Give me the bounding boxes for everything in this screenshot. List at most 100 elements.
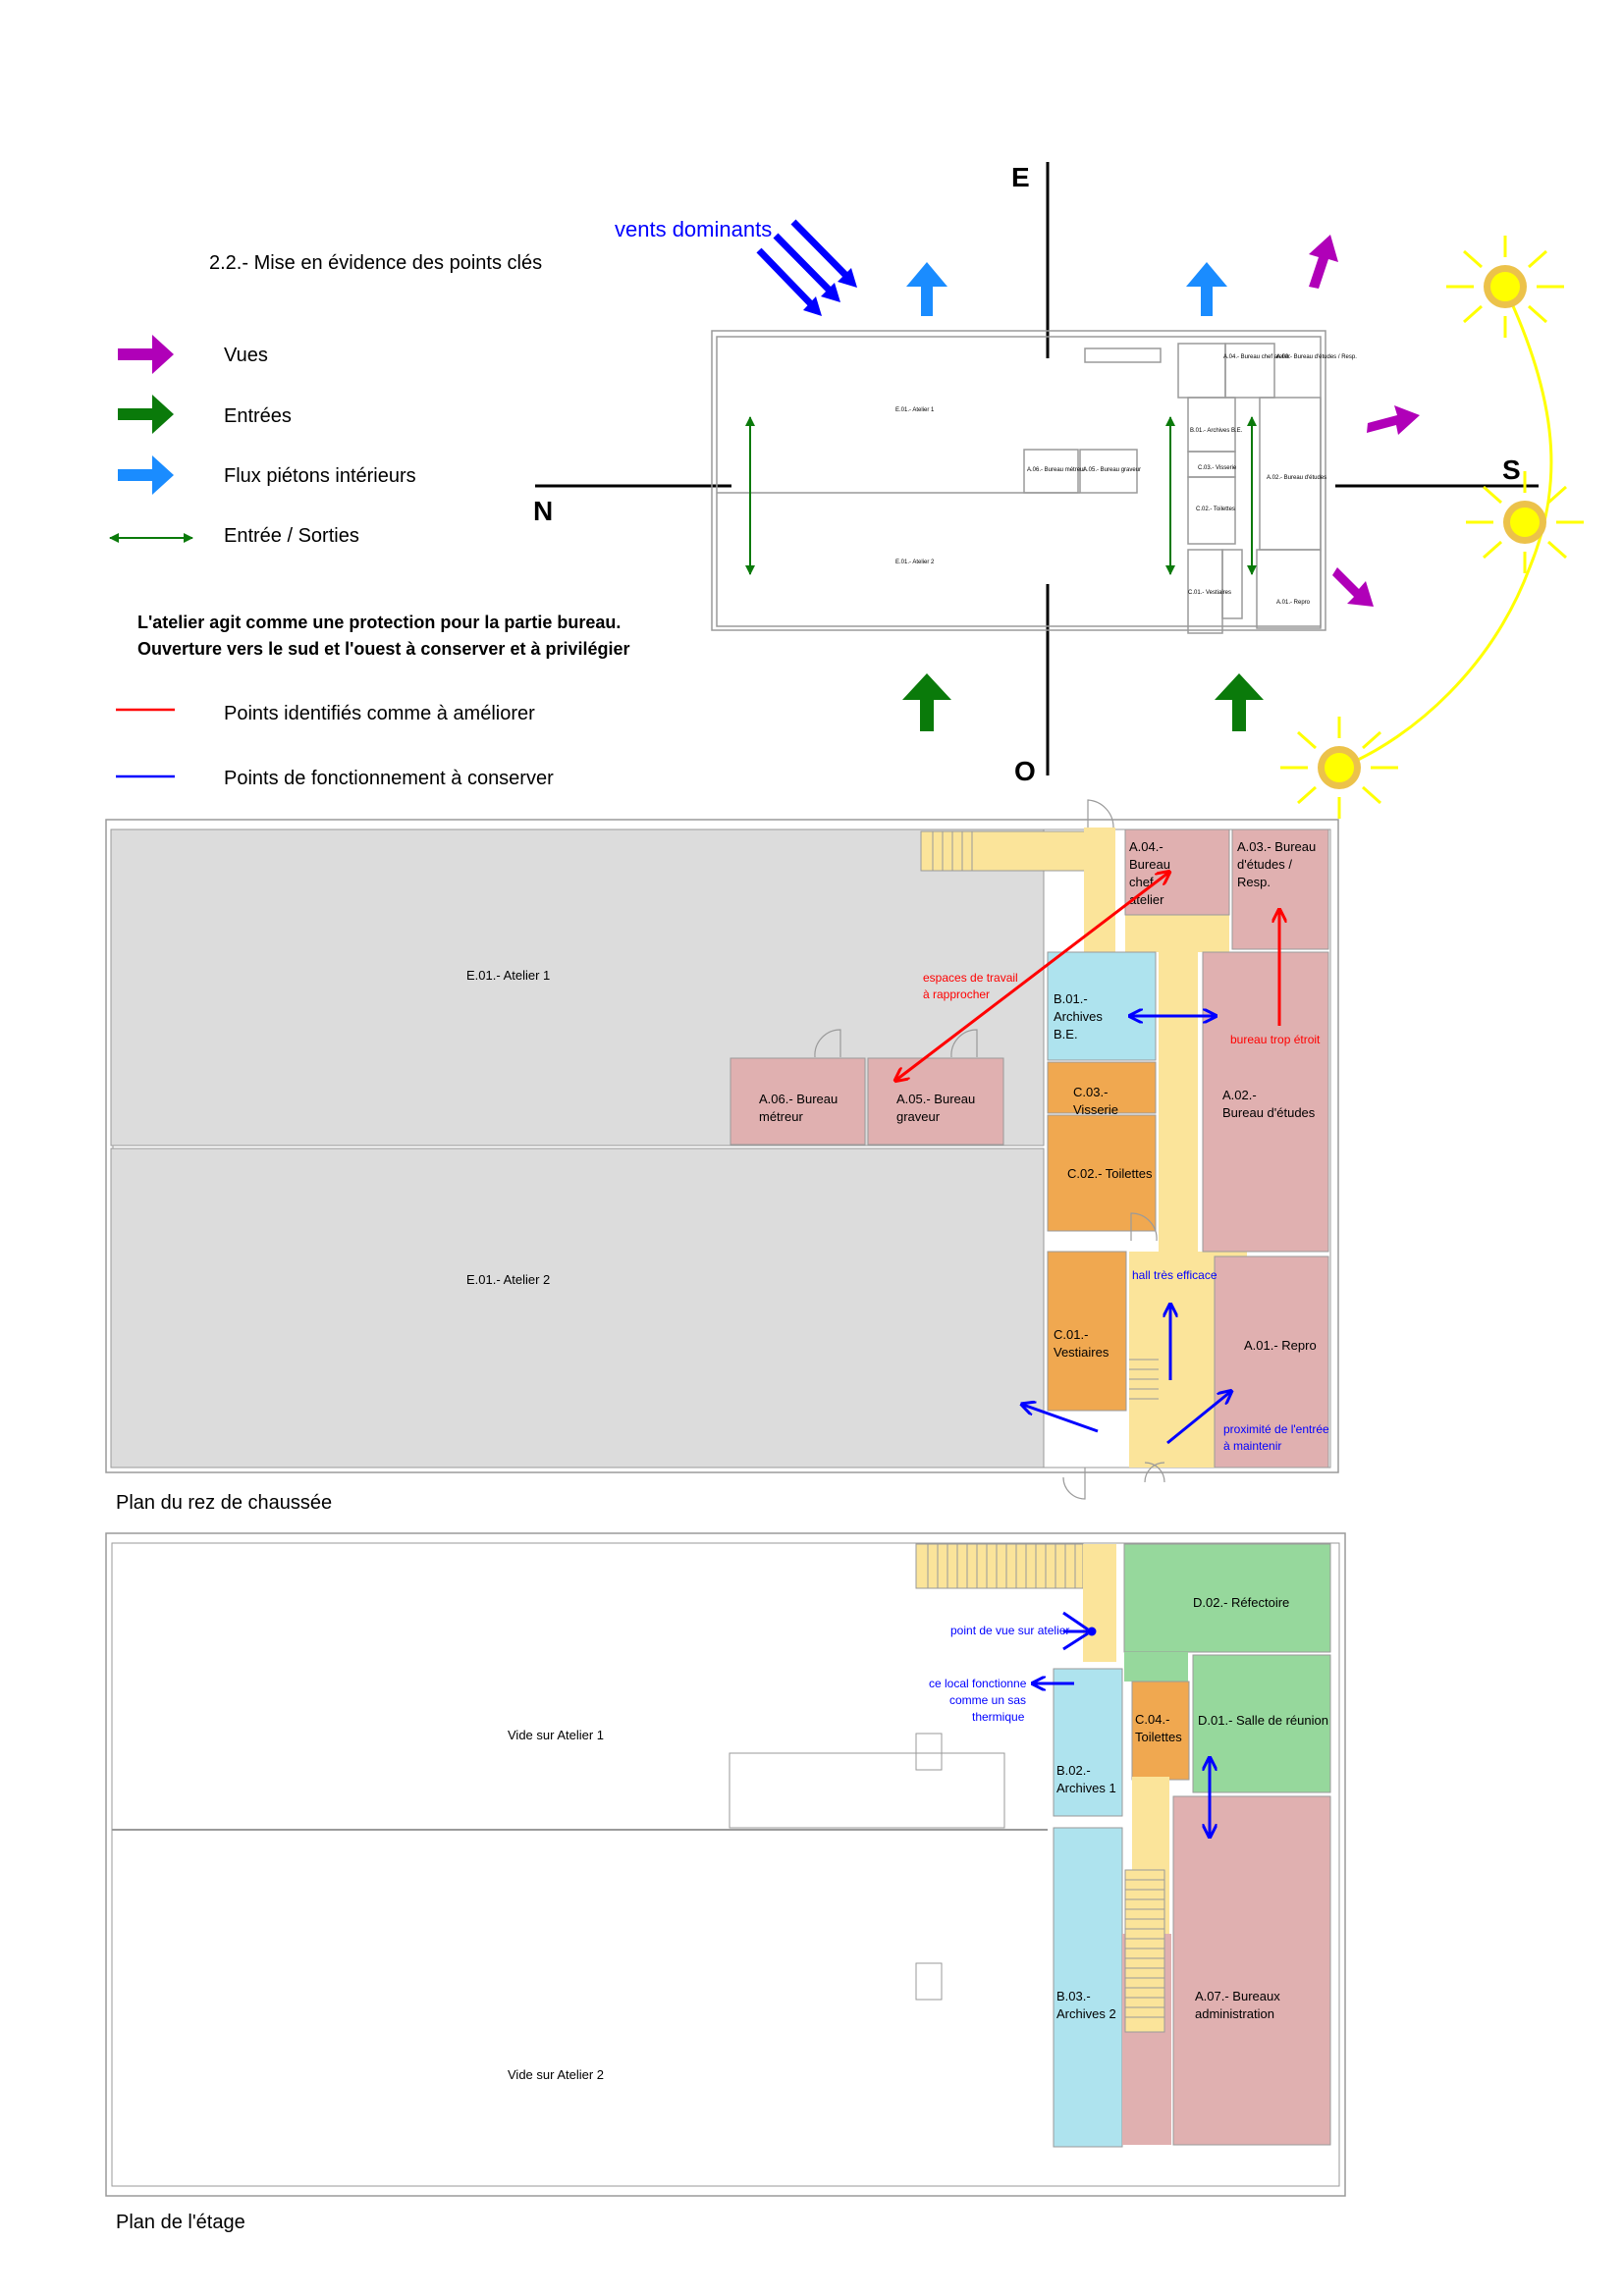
room-atelier-2 [110, 1148, 1045, 1468]
room-label: Vestiaires [1054, 1345, 1109, 1360]
sun-icon [1446, 236, 1564, 338]
flux-arrows [906, 262, 1227, 316]
annotation-text: point de vue sur atelier [950, 1624, 1069, 1637]
room-label: Archives 1 [1056, 1781, 1116, 1795]
section-title: 2.2.- Mise en évidence des points clés [209, 252, 542, 274]
legend: Vues Entrées Flux piétons intérieurs Ent… [109, 335, 630, 789]
room-b02 [1053, 1668, 1123, 1817]
room-label: C.01.- [1054, 1327, 1088, 1342]
room-label: Vide sur Atelier 1 [508, 1728, 604, 1742]
room-label: Toilettes [1135, 1730, 1182, 1744]
legend-label: Entrées [224, 405, 292, 427]
legend-item-flux: Flux piétons intérieurs [118, 455, 416, 495]
room-label: Archives 2 [1056, 2006, 1116, 2021]
room-label: Visserie [1073, 1102, 1118, 1117]
svg-text:C.02.- Toilettes: C.02.- Toilettes [1196, 507, 1235, 512]
compass: E N S O [533, 162, 1539, 786]
svg-text:E.01.- Atelier 2: E.01.- Atelier 2 [895, 560, 935, 565]
upper-floor-caption: Plan de l'étage [116, 2212, 245, 2233]
room-label: B.E. [1054, 1027, 1078, 1041]
room-label: A.02.- [1222, 1088, 1257, 1102]
legend-label: Vues [224, 345, 268, 366]
corridor [1125, 913, 1229, 952]
mini-plan-entry-exits [745, 416, 1257, 575]
ground-floor-plan: E.01.- Atelier 1 E.01.- Atelier 2 A.06.-… [105, 799, 1339, 1500]
entry-arrow-icon [1215, 673, 1264, 731]
corridor [1084, 828, 1115, 965]
room-label: B.03.- [1056, 1989, 1091, 2003]
wind-arrow-icon [756, 247, 818, 311]
wind-arrow-icon [790, 219, 853, 283]
wind-label: vents dominants [615, 217, 772, 241]
sun-icon [1280, 717, 1398, 819]
svg-text:A.01.- Repro: A.01.- Repro [1276, 600, 1311, 606]
svg-text:A.05.- Bureau graveur: A.05.- Bureau graveur [1083, 467, 1141, 473]
arrow-right-icon [118, 335, 174, 374]
view-arrow-icon [1367, 405, 1420, 435]
room-label: B.02.- [1056, 1763, 1091, 1778]
room-label: A.03.- Bureau [1237, 839, 1316, 854]
room-label: graveur [896, 1109, 941, 1124]
upper-floor-plan: Vide sur Atelier 1 Vide sur Atelier 2 D.… [105, 1532, 1346, 2197]
annotation-text: bureau trop étroit [1230, 1033, 1321, 1046]
keep-arrow-icon [1166, 1392, 1230, 1445]
room-label: métreur [759, 1109, 803, 1124]
view-arrow-icon [1332, 567, 1374, 607]
room-label: D.02.- Réfectoire [1193, 1595, 1289, 1610]
compass-west: O [1014, 756, 1036, 786]
room-a01 [1214, 1255, 1329, 1468]
keep-arrow-icon [1023, 1405, 1099, 1433]
room-label: A.07.- Bureaux [1195, 1989, 1280, 2003]
legend-label: Points identifiés comme à améliorer [224, 703, 535, 724]
wind-indicator: vents dominants [615, 217, 857, 316]
annotation-text: comme un sas [949, 1693, 1026, 1707]
svg-text:A.02.- Bureau d'études: A.02.- Bureau d'études [1267, 475, 1326, 481]
compass-east: E [1011, 162, 1030, 192]
room-d02-ext [1124, 1652, 1188, 1682]
arrow-right-icon [118, 395, 174, 434]
room-label: A.06.- Bureau [759, 1092, 838, 1106]
svg-text:C.01.- Vestiaires: C.01.- Vestiaires [1188, 590, 1231, 596]
wind-arrow-icon [773, 233, 837, 297]
svg-text:E.01.- Atelier 1: E.01.- Atelier 1 [895, 407, 935, 413]
room-label: A.01.- Repro [1244, 1338, 1317, 1353]
legend-label: Points de fonctionnement à conserver [224, 768, 554, 789]
sun-path [1280, 236, 1584, 819]
note-line-2: Ouverture vers le sud et l'ouest à conse… [137, 639, 630, 659]
room-label: C.04.- [1135, 1712, 1169, 1727]
room-label: D.01.- Salle de réunion [1198, 1713, 1328, 1728]
legend-item-entree-sorties: Entrée / Sorties [109, 525, 359, 547]
entry-arrows [902, 673, 1264, 731]
flux-arrow-icon [906, 262, 947, 316]
annotation-text: à rapprocher [923, 988, 990, 1001]
room-label: B.01.- [1054, 991, 1088, 1006]
stairs [920, 830, 1091, 872]
room-label: Bureau [1129, 857, 1170, 872]
entry-arrow-icon [902, 673, 951, 731]
mini-plan-labels: E.01.- Atelier 1 E.01.- Atelier 2 A.06.-… [895, 354, 1357, 606]
sun-icon [1466, 471, 1584, 573]
legend-label: Entrée / Sorties [224, 525, 359, 547]
improve-arrow-icon [896, 873, 1168, 1080]
annotation-text: proximité de l'entrée [1223, 1422, 1329, 1436]
room-label: administration [1195, 2006, 1274, 2021]
room-a02 [1202, 951, 1329, 1253]
room-label: C.02.- Toilettes [1067, 1166, 1153, 1181]
ground-floor-caption: Plan du rez de chaussée [116, 1492, 332, 1514]
room-label: Resp. [1237, 875, 1271, 889]
legend-item-vues: Vues [118, 335, 268, 374]
legend-label: Flux piétons intérieurs [224, 465, 416, 487]
view-arrow-icon [1309, 235, 1338, 289]
room-label: E.01.- Atelier 2 [466, 1272, 550, 1287]
corridor [1083, 1544, 1116, 1662]
room-c01 [1047, 1251, 1127, 1412]
annotation-text: espaces de travail [923, 971, 1018, 985]
svg-text:C.03.- Visserie: C.03.- Visserie [1198, 465, 1237, 471]
svg-text:A.04.- Bureau chef atelier: A.04.- Bureau chef atelier [1223, 354, 1290, 360]
room-c02 [1047, 1114, 1157, 1232]
annotation-text: hall très efficace [1132, 1268, 1217, 1282]
room-label: Archives [1054, 1009, 1103, 1024]
room-label: A.05.- Bureau [896, 1092, 975, 1106]
room-a07 [1172, 1795, 1331, 2146]
